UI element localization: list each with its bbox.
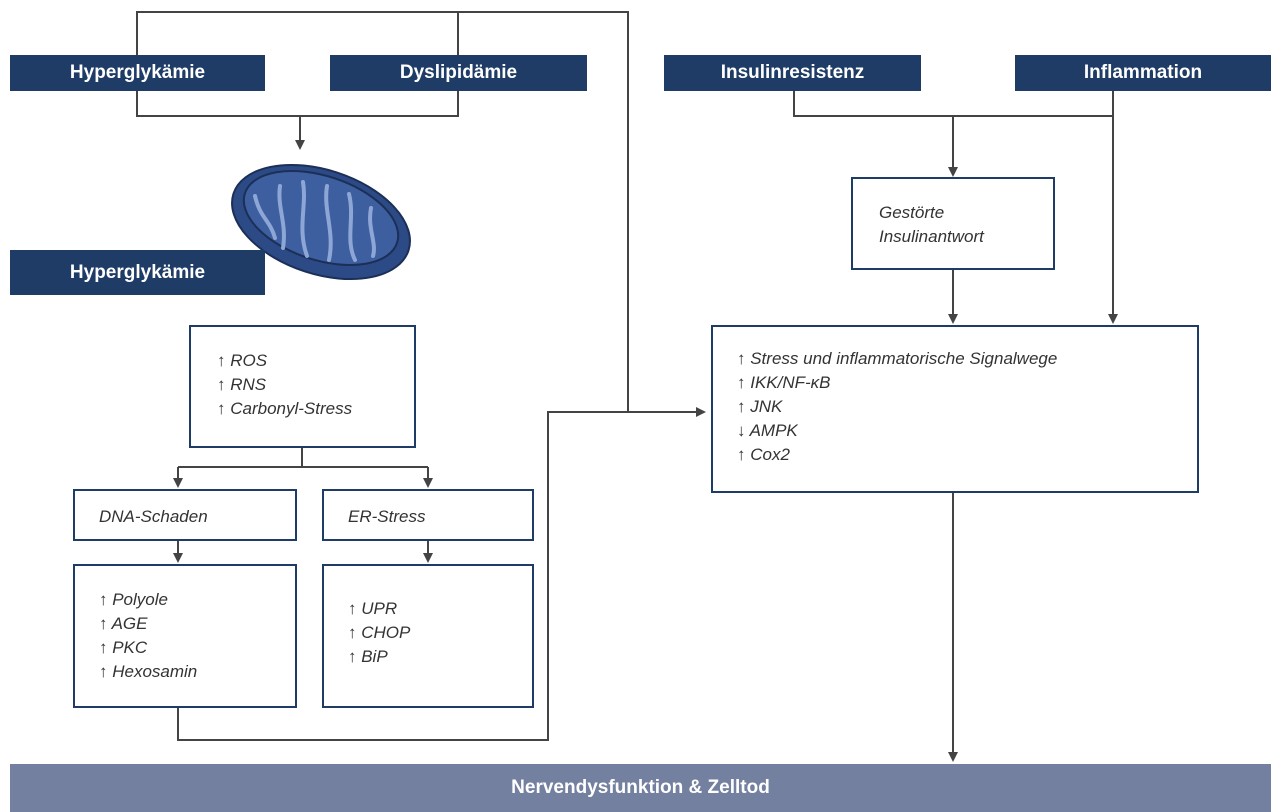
box-dna-schaden: DNA-Schaden [73,489,297,541]
list-bip: ↑ BiP [348,647,388,666]
box-inflammation-label: Inflammation [1083,62,1203,83]
mitochondrion-icon [231,163,411,281]
list-pkc: ↑ PKC [99,638,148,657]
oxidative-rns: ↑ RNS [217,375,267,394]
list-polyole: ↑ Polyole [99,590,168,609]
signal-jnk: ↑ JNK [737,397,783,416]
connector-bottom-bracket [136,91,459,117]
box-er-stress: ER-Stress [322,489,534,541]
signal-cox2: ↑ Cox2 [737,445,790,464]
list-hexosamin: ↑ Hexosamin [99,662,198,681]
box-dyslipidaemie-label: Dyslipidämie [399,62,518,83]
box-insulinresistenz-label: Insulinresistenz [720,62,865,83]
list-upr: ↑ UPR [348,599,398,618]
footer-nervendysfunktion: Nervendysfunktion & Zelltod [10,764,1271,812]
gestoerte-line-2: Insulinantwort [879,227,984,246]
box-hyperglykaemie-mid-label: Hyperglykämie [69,261,206,283]
list-chop: ↑ CHOP [348,623,411,642]
connector-right-bracket [793,91,1114,117]
signal-ikk: ↑ IKK/NF-κB [737,373,831,392]
box-insulinresistenz: Insulinresistenz [664,55,921,91]
oxidative-ros: ↑ ROS [217,351,268,370]
box-gestoerte-insulinantwort: Gestörte Insulinantwort [851,177,1055,270]
list-age: ↑ AGE [99,614,148,633]
box-oxidative-stress: ↑ ROS ↑ RNS ↑ Carbonyl-Stress [189,325,416,448]
box-polyole-list: ↑ Polyole ↑ AGE ↑ PKC ↑ Hexosamin [73,564,297,708]
oxidative-carbonyl: ↑ Carbonyl-Stress [217,399,353,418]
box-dyslipidaemie: Dyslipidämie [330,55,587,91]
signal-ampk: ↓ AMPK [737,421,798,440]
box-hyperglykaemie-top-label: Hyperglykämie [69,62,206,83]
er-stress-label: ER-Stress [348,507,426,526]
gestoerte-line-1: Gestörte [879,203,945,222]
box-inflammation: Inflammation [1015,55,1271,91]
dna-schaden-label: DNA-Schaden [99,507,208,526]
box-hyperglykaemie-top: Hyperglykämie [10,55,265,91]
signal-stress: ↑ Stress und inflammatorische Signalwege [737,349,1058,368]
footer-label: Nervendysfunktion & Zelltod [511,777,770,798]
box-hyperglykaemie-mid: Hyperglykämie [10,250,265,295]
box-signal-pathways: ↑ Stress und inflammatorische Signalwege… [711,325,1199,493]
box-upr-list: ↑ UPR ↑ CHOP ↑ BiP [322,564,534,708]
connector-top-bracket [136,11,629,741]
